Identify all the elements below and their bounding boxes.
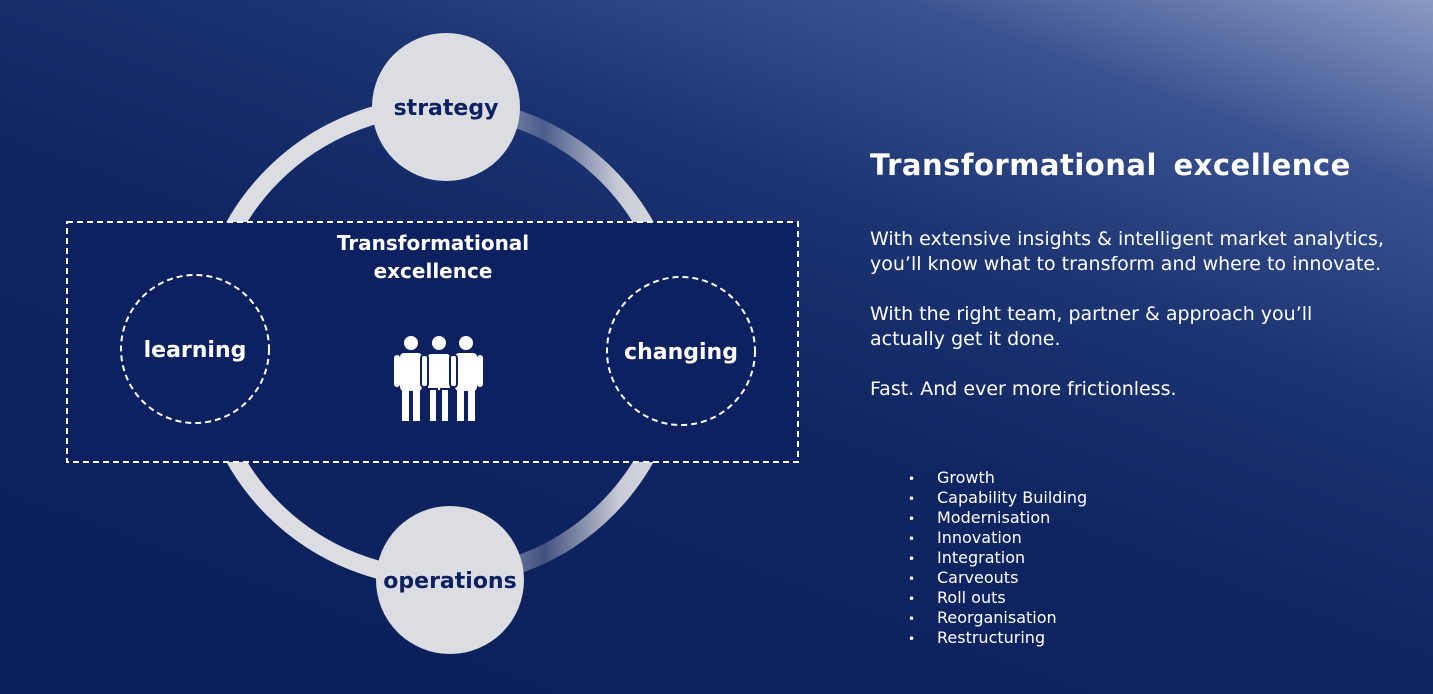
panel-headline: Transformational excellence — [870, 148, 1351, 182]
tagline-paragraph: Fast. And ever more frictionless. — [870, 378, 1177, 400]
bullet-icon: • — [908, 552, 916, 566]
bullet-icon: • — [908, 592, 916, 606]
list-item: •Innovation — [908, 528, 1022, 547]
node-changing-label: changing — [624, 340, 738, 365]
node-strategy — [372, 33, 520, 181]
bullet-icon: • — [908, 492, 916, 506]
node-strategy-label: strategy — [394, 96, 499, 121]
list-item: •Growth — [908, 468, 995, 487]
cycle-diagram: strategy operations learning changing Tr… — [66, 33, 799, 654]
node-learning-label: learning — [144, 338, 247, 363]
node-operations — [376, 506, 524, 654]
list-item: •Modernisation — [908, 508, 1051, 527]
description-panel: Transformational excellence With extensi… — [870, 145, 1390, 402]
bullet-icon: • — [908, 472, 916, 486]
bullet-icon: • — [908, 572, 916, 586]
node-learning — [120, 274, 270, 424]
list-item: •Restructuring — [908, 628, 1046, 647]
service-list: •Growth •Capability Building •Modernisat… — [908, 468, 1087, 648]
people-group-icon — [394, 334, 483, 423]
list-item: •Capability Building — [908, 488, 1088, 507]
bullet-icon: • — [908, 632, 916, 646]
center-title-line1: Transformational — [337, 231, 529, 255]
list-item: •Roll outs — [908, 588, 1006, 607]
bullet-icon: • — [908, 532, 916, 546]
center-title-line2: excellence — [374, 259, 493, 283]
team-paragraph: With the right team, partner & approach … — [870, 303, 1313, 350]
intro-paragraph: With extensive insights & intelligent ma… — [870, 228, 1384, 275]
list-item: •Carveouts — [908, 568, 1019, 587]
list-item: •Integration — [908, 548, 1026, 567]
list-item: •Reorganisation — [908, 608, 1057, 627]
bullet-icon: • — [908, 512, 916, 526]
node-changing — [606, 276, 756, 426]
bullet-icon: • — [908, 612, 916, 626]
node-operations-label: operations — [383, 569, 516, 594]
